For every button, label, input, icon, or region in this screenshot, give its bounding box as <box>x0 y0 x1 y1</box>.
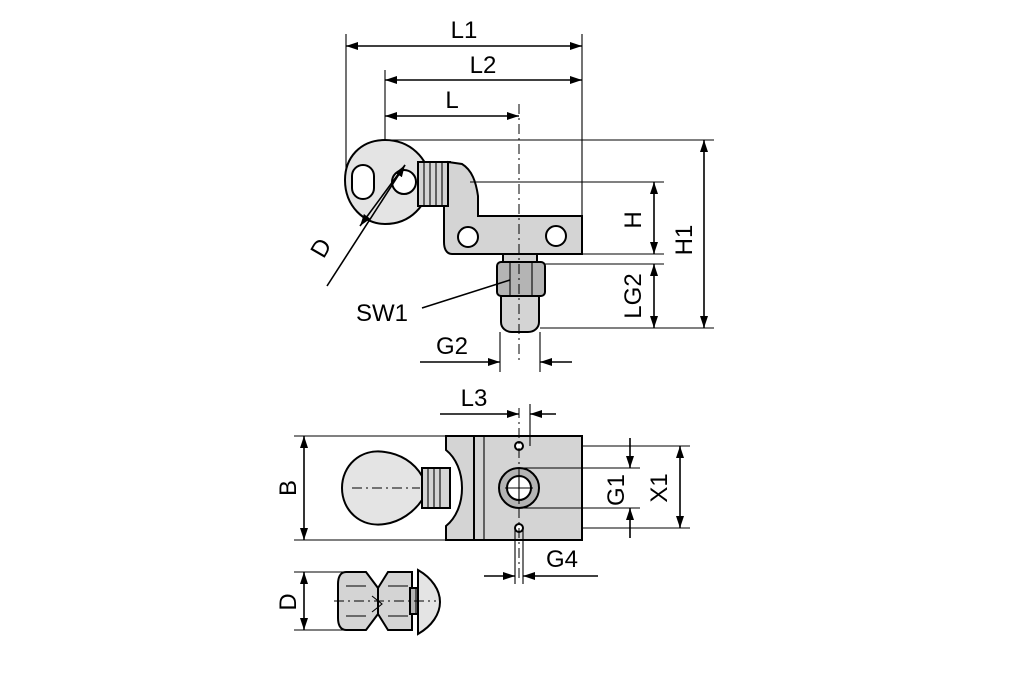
label-H1: H1 <box>671 225 698 256</box>
threaded-stud <box>500 253 540 333</box>
bulb-head <box>340 450 431 526</box>
dimension-L: L <box>385 87 519 120</box>
label-SW1: SW1 <box>356 300 408 327</box>
label-L1: L1 <box>451 17 478 44</box>
label-L3: L3 <box>461 385 488 412</box>
dimension-B: B <box>275 435 446 541</box>
plan-view: L3 B G1 X1 G4 <box>275 385 690 584</box>
label-D-bottom: D <box>275 593 302 610</box>
dimension-LG2: LG2 <box>545 263 664 328</box>
label-D-top: D <box>305 234 337 263</box>
plan-taper <box>445 435 475 541</box>
dimension-L1: L1 <box>345 17 583 216</box>
dimension-H1: H1 <box>385 139 714 329</box>
dimension-H: H <box>470 181 664 255</box>
label-H: H <box>620 211 647 228</box>
arm-block <box>443 160 583 255</box>
dimension-D-bottom: D <box>275 571 346 631</box>
label-B: B <box>275 480 302 496</box>
leader-SW1: SW1 <box>356 279 511 327</box>
label-G4: G4 <box>546 546 578 573</box>
dimension-L3: L3 <box>440 385 556 446</box>
label-LG2: LG2 <box>620 273 647 318</box>
end-view: D <box>275 568 442 636</box>
dimension-G1: G1 <box>519 438 640 538</box>
label-X1: X1 <box>646 473 673 502</box>
neck <box>417 161 451 207</box>
end-cap <box>417 568 442 636</box>
side-view: L1 L2 L H1 H LG2 <box>305 17 714 372</box>
plan-neck <box>421 467 451 509</box>
dimension-L2: L2 <box>384 52 582 140</box>
hex-nut <box>496 261 546 297</box>
label-G2: G2 <box>436 333 468 360</box>
label-G1: G1 <box>603 474 630 506</box>
dimension-X1: X1 <box>582 445 690 529</box>
label-L: L <box>445 87 458 114</box>
plan-block <box>473 435 583 541</box>
dimension-G4: G4 <box>484 528 598 584</box>
dimension-G2: G2 <box>420 332 572 372</box>
label-L2: L2 <box>470 52 497 79</box>
